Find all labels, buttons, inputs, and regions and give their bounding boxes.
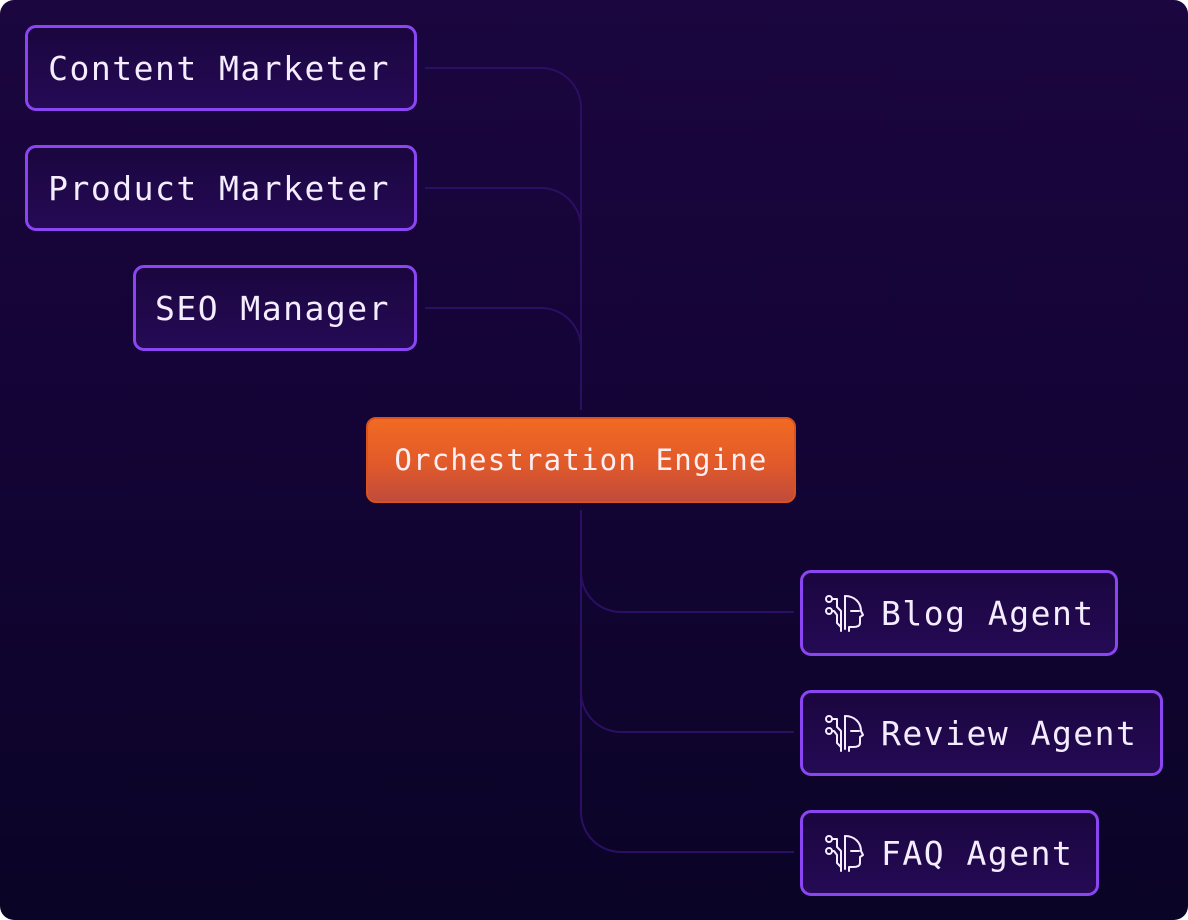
- input-node-content-marketer[interactable]: Content Marketer: [25, 25, 417, 111]
- node-label: SEO Manager: [154, 288, 390, 328]
- ai-head-circuit-icon: [825, 835, 864, 872]
- agent-node-review[interactable]: Review Agent: [800, 690, 1163, 776]
- node-label: Content Marketer: [48, 48, 390, 88]
- node-label: FAQ Agent: [881, 833, 1074, 873]
- input-node-seo-manager[interactable]: SEO Manager: [133, 265, 417, 351]
- node-label: Review Agent: [881, 713, 1138, 753]
- agent-node-faq[interactable]: FAQ Agent: [800, 810, 1099, 896]
- agent-node-blog[interactable]: Blog Agent: [800, 570, 1118, 656]
- connector-blog-agent: [580, 510, 794, 613]
- connector-faq-agent: [580, 510, 794, 853]
- ai-head-circuit-icon: [825, 595, 864, 632]
- connector-review-agent: [580, 510, 794, 733]
- node-label: Blog Agent: [881, 593, 1095, 633]
- input-node-product-marketer[interactable]: Product Marketer: [25, 145, 417, 231]
- node-label: Product Marketer: [48, 168, 390, 208]
- orchestration-engine-node[interactable]: Orchestration Engine: [366, 417, 796, 503]
- connector-seo-manager: [425, 307, 582, 410]
- ai-head-circuit-icon: [825, 715, 864, 752]
- engine-label: Orchestration Engine: [394, 443, 768, 477]
- connector-content-marketer: [425, 67, 582, 410]
- connector-product-marketer: [425, 187, 582, 410]
